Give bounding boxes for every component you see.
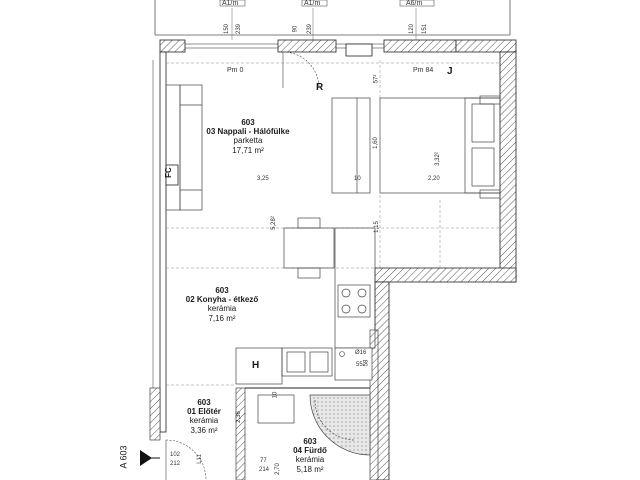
tag-section: A 603 [118, 445, 129, 469]
fridge-column [235, 347, 283, 385]
dim-77: 77 [260, 458, 267, 464]
top-dim-150: 150 [224, 23, 231, 35]
dim-270: 2,70 [274, 463, 281, 475]
room-area: 3,36 m² [190, 425, 218, 435]
top-dim-120: 120 [409, 23, 416, 35]
top-dim-239a: 239 [236, 23, 243, 35]
room-material: parketta [233, 136, 263, 146]
tag-r: R [316, 82, 324, 93]
interior-walls [166, 329, 379, 480]
dim-58: 58 [363, 359, 370, 367]
room-name: 02 Konyha - étkező [185, 295, 259, 305]
room-number: 603 [215, 286, 229, 295]
room-label-eloter: 603 01 Előtér kerámia 3,36 m² [172, 398, 236, 435]
room-number: 603 [241, 118, 255, 127]
section-marker [140, 450, 160, 466]
level-pm0: Pm 0 [227, 67, 244, 74]
room-area: 17,71 m² [232, 145, 264, 155]
top-label-a2: A1/m [304, 0, 321, 7]
dim-115: 1,15 [373, 221, 380, 233]
dim-325: 3,25 [257, 176, 269, 182]
dim-l11: L11 [196, 454, 203, 464]
room-label-konyha: 603 02 Konyha - étkező kerámia 7,16 m² [172, 286, 272, 323]
room-label-nappali: 603 03 Nappali - Hálófülke parketta 17,7… [188, 118, 308, 155]
room-name: 01 Előtér [187, 407, 221, 417]
fan-coil-box [165, 164, 179, 186]
dim-332: 3,32² [434, 152, 441, 166]
room-name: 04 Fürdő [293, 446, 327, 456]
room-material: kerámia [189, 416, 219, 426]
dim-212: 212 [170, 461, 181, 467]
kitchen-sink [281, 347, 333, 377]
dim-16: Ø16 [355, 350, 367, 356]
kitchen-counter [334, 227, 376, 349]
balcony-strip [154, 0, 511, 36]
room-label-furdo: 603 04 Fürdő kerámia 5,18 m² [282, 437, 338, 474]
utility-shaft [334, 347, 373, 381]
front-door-swing [165, 439, 207, 480]
dim-55: 55 [356, 362, 363, 368]
level-pm84: Pm 84 [413, 67, 434, 74]
dim-220: 2,20 [428, 176, 440, 182]
top-label-a1: A1/m [222, 0, 239, 7]
exterior-wall-left [149, 51, 167, 441]
top-dim-90: 90 [292, 25, 299, 33]
wardrobe [331, 97, 371, 194]
top-dim-151: 151 [422, 23, 429, 35]
exterior-wall-top [159, 39, 517, 57]
tag-fc: FC [163, 167, 173, 178]
dim-236: 2,36 [235, 411, 242, 423]
room-number: 603 [303, 437, 317, 446]
top-label-a3: A6/m [406, 0, 423, 7]
room-area: 7,16 m² [208, 313, 236, 323]
room-number: 603 [197, 398, 211, 407]
room-dividers [166, 60, 500, 269]
entry-door-swing [282, 51, 320, 89]
dim-528: 5,28² [270, 216, 277, 230]
double-bed [379, 95, 501, 199]
room-area: 5,18 m² [296, 464, 324, 474]
room-material: kerámia [295, 455, 325, 465]
top-dim-239b: 239 [307, 23, 314, 35]
dining-table [283, 217, 335, 279]
bathroom-fixtures [257, 394, 371, 456]
dim-10b: 10 [272, 391, 279, 399]
dim-102: 102 [170, 452, 181, 458]
room-material: kerámia [207, 304, 237, 314]
exterior-wall-right [374, 51, 517, 480]
dim-160: 1,60 [372, 137, 379, 149]
dim-10a: 10 [354, 176, 361, 182]
top-dimension-lines [231, 8, 417, 40]
dim-57: 57² [373, 74, 380, 84]
tag-j: J [447, 66, 453, 77]
tag-h: H [252, 360, 260, 371]
dim-214: 214 [259, 467, 270, 473]
sofa [165, 84, 203, 211]
room-name: 03 Nappali - Hálófülke [206, 127, 290, 137]
